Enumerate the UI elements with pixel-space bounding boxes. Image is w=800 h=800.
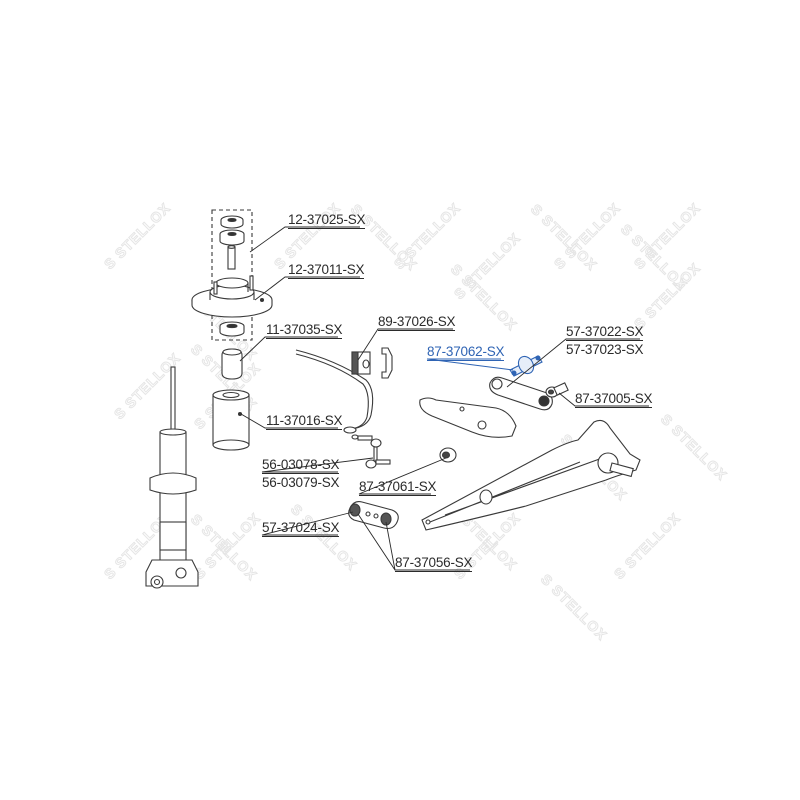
control-arm-upper-part	[489, 376, 553, 411]
part-label-11-37035-sx[interactable]: 11-37035-SX	[266, 322, 343, 339]
strut-mount-part	[191, 275, 273, 318]
top-washer-part	[220, 215, 244, 229]
bushing-87-37005-part	[545, 382, 569, 398]
kit-dashed-outline	[211, 209, 253, 341]
part-label-57-37024-sx[interactable]: 57-37024-SX	[262, 520, 340, 537]
part-label-11-37016-sx[interactable]: 11-37016-SX	[266, 413, 343, 430]
lower-bushing-part	[219, 321, 245, 337]
part-label-12-37025-sx[interactable]: 12-37025-SX	[288, 212, 366, 229]
leader-lines	[239, 226, 649, 571]
stabilizer-bar-part	[295, 349, 374, 434]
stabilizer-bushing-part	[351, 347, 393, 379]
shock-absorber-part	[145, 366, 199, 589]
bushing-87-37062-part	[509, 355, 543, 377]
part-label-87-37062-sx-highlighted[interactable]: 87-37062-SX	[427, 344, 505, 361]
dust-boot-part	[212, 389, 250, 451]
part-label-57-37022-sx[interactable]: 57-37022-SX	[566, 324, 644, 341]
stabilizer-link-part	[351, 434, 391, 469]
bushing-part	[219, 229, 245, 246]
trailing-arm-part	[421, 419, 641, 531]
lower-arm-part	[419, 397, 517, 438]
part-label-56-03079-sx[interactable]: 56-03079-SX	[262, 475, 340, 490]
part-label-56-03078-sx[interactable]: 56-03078-SX	[262, 457, 340, 474]
part-label-57-37023-sx[interactable]: 57-37023-SX	[566, 342, 644, 357]
bump-stop-part	[221, 348, 243, 380]
part-label-87-37056-sx[interactable]: 87-37056-SX	[395, 555, 473, 572]
rear-arm-57-37024-part	[348, 501, 399, 530]
part-label-87-37005-sx[interactable]: 87-37005-SX	[575, 391, 653, 408]
part-label-12-37011-sx[interactable]: 12-37011-SX	[288, 262, 365, 279]
part-label-89-37026-sx[interactable]: 89-37026-SX	[378, 314, 456, 331]
sleeve-part	[227, 245, 236, 270]
part-label-87-37061-sx[interactable]: 87-37061-SX	[359, 479, 437, 496]
